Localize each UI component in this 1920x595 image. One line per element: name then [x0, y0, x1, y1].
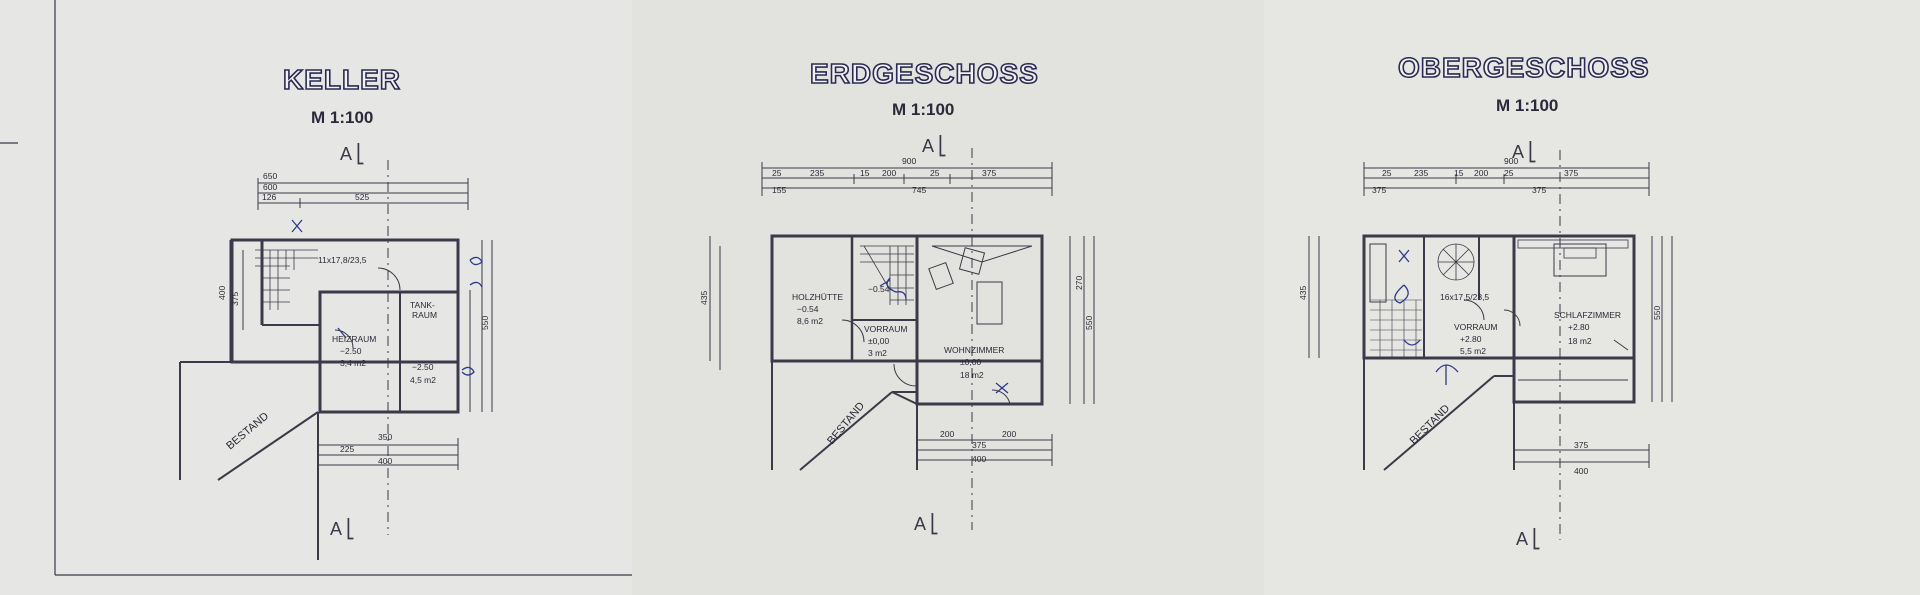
svg-text:225: 225: [340, 444, 354, 454]
sheet-title: OBERGESCHOSS: [1397, 51, 1650, 84]
svg-text:270: 270: [1074, 276, 1084, 290]
svg-text:+2.80: +2.80: [1568, 322, 1590, 332]
section-marker-top: A ⎣: [1512, 141, 1537, 163]
svg-text:350: 350: [378, 432, 392, 442]
svg-text:235: 235: [1414, 168, 1428, 178]
svg-text:435: 435: [699, 291, 709, 305]
svg-text:550: 550: [480, 316, 490, 330]
sheet-scale: M 1:100: [311, 108, 374, 127]
svg-text:550: 550: [1652, 306, 1662, 320]
svg-text:550: 550: [1084, 316, 1094, 330]
svg-text:15: 15: [860, 168, 870, 178]
svg-text:18 m2: 18 m2: [960, 370, 984, 380]
sheet-scale: M 1:100: [892, 100, 955, 119]
svg-text:WOHNZIMMER: WOHNZIMMER: [944, 345, 1004, 355]
svg-text:15: 15: [1454, 168, 1464, 178]
svg-text:25: 25: [1504, 168, 1514, 178]
svg-text:600: 600: [263, 182, 277, 192]
svg-text:3 m2: 3 m2: [868, 348, 887, 358]
svg-text:200: 200: [940, 429, 954, 439]
svg-text:200: 200: [882, 168, 896, 178]
svg-text:126: 126: [262, 192, 276, 202]
svg-text:200: 200: [1474, 168, 1488, 178]
svg-text:5,5 m2: 5,5 m2: [1460, 346, 1486, 356]
svg-text:525: 525: [355, 192, 369, 202]
floorplan-obergeschoss: A ⎣ A ⎣ VORRAUM +2.80 5,5 m2 SCHLAFZIMMER +…: [1298, 141, 1673, 550]
svg-text:+2.80: +2.80: [1460, 334, 1482, 344]
floorplan-erdgeschoss: A ⎣ A ⎣ HOLZHÜTTE −0.54 8,6 m2 VORRAUM ±0,0…: [699, 135, 1095, 535]
section-marker-bottom: A ⎣: [330, 518, 355, 540]
svg-text:HEIZRAUM: HEIZRAUM: [332, 334, 376, 344]
floorplan-keller: A ⎣ A ⎣ TANK-RAUM −2.50 4,5 m2 HEIZRAUM −2…: [0, 0, 632, 576]
svg-text:−0.54: −0.54: [868, 284, 890, 294]
svg-text:200: 200: [1002, 429, 1016, 439]
svg-text:3,4 m2: 3,4 m2: [340, 358, 366, 368]
sheet-scale: M 1:100: [1496, 96, 1559, 115]
svg-text:650: 650: [263, 171, 277, 181]
svg-text:HOLZHÜTTE: HOLZHÜTTE: [792, 292, 843, 302]
svg-text:4,5 m2: 4,5 m2: [410, 375, 436, 385]
svg-text:TANK-: TANK-: [410, 300, 435, 310]
bestand-label: BESTAND: [825, 400, 867, 447]
svg-text:±0,00: ±0,00: [960, 357, 981, 367]
svg-text:900: 900: [902, 156, 916, 166]
svg-text:375: 375: [982, 168, 996, 178]
svg-text:375: 375: [972, 440, 986, 450]
svg-text:±0,00: ±0,00: [868, 336, 889, 346]
svg-text:18 m2: 18 m2: [1568, 336, 1592, 346]
svg-text:−2.50: −2.50: [340, 346, 362, 356]
section-marker-top: A ⎣: [340, 143, 365, 165]
svg-text:RAUM: RAUM: [412, 310, 437, 320]
svg-text:435: 435: [1298, 286, 1308, 300]
svg-text:745: 745: [912, 185, 926, 195]
bestand-label: BESTAND: [1408, 402, 1453, 447]
svg-text:−0.54: −0.54: [797, 304, 819, 314]
svg-text:400: 400: [1574, 466, 1588, 476]
sheet-title: ERDGESCHOSS: [809, 57, 1039, 90]
svg-text:16x17,5/23,5: 16x17,5/23,5: [1440, 292, 1489, 302]
svg-text:400: 400: [217, 286, 227, 300]
section-marker-top: A ⎣: [922, 135, 947, 157]
svg-text:235: 235: [810, 168, 824, 178]
svg-text:375: 375: [1564, 168, 1578, 178]
svg-text:400: 400: [972, 454, 986, 464]
bestand-label: BESTAND: [224, 410, 271, 452]
svg-text:25: 25: [772, 168, 782, 178]
sheet-erdgeschoss: A ⎣ A ⎣ HOLZHÜTTE −0.54 8,6 m2 VORRAUM ±0,0…: [632, 0, 1264, 595]
sheet-title: KELLER: [282, 63, 401, 96]
svg-text:25: 25: [930, 168, 940, 178]
svg-text:VORRAUM: VORRAUM: [1454, 322, 1497, 332]
section-marker-bottom: A ⎣: [1516, 528, 1541, 550]
svg-text:375: 375: [1532, 185, 1546, 195]
section-marker-bottom: A ⎣: [914, 513, 939, 535]
svg-text:VORRAUM: VORRAUM: [864, 324, 907, 334]
svg-text:8,6 m2: 8,6 m2: [797, 316, 823, 326]
svg-text:SCHLAFZIMMER: SCHLAFZIMMER: [1554, 310, 1621, 320]
svg-text:400: 400: [378, 456, 392, 466]
svg-text:155: 155: [772, 185, 786, 195]
svg-text:900: 900: [1504, 156, 1518, 166]
svg-text:375: 375: [1372, 185, 1386, 195]
sheet-obergeschoss: A ⎣ A ⎣ VORRAUM +2.80 5,5 m2 SCHLAFZIMMER +…: [1264, 0, 1920, 595]
svg-text:−2.50: −2.50: [412, 362, 434, 372]
sheet-keller: A ⎣ A ⎣ TANK-RAUM −2.50 4,5 m2 HEIZRAUM −2…: [0, 0, 632, 595]
svg-text:375: 375: [230, 292, 240, 306]
svg-text:11x17,8/23,5: 11x17,8/23,5: [318, 255, 367, 265]
svg-text:375: 375: [1574, 440, 1588, 450]
svg-text:25: 25: [1382, 168, 1392, 178]
